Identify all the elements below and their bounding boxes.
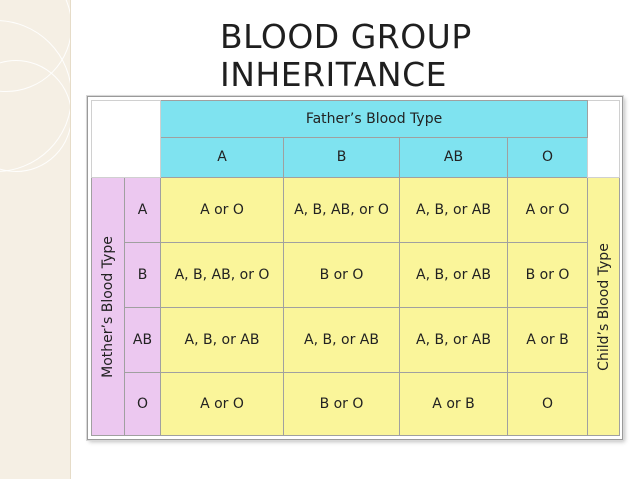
father-col-a: A (160, 136, 284, 179)
table-cell: B or O (283, 372, 400, 436)
table-cell: O (506, 372, 589, 436)
table-cell: A, B, AB, or O (283, 177, 400, 244)
child-header: Child’s Blood Type (587, 177, 621, 436)
table-cell: A or B (399, 372, 508, 436)
table-cell: A, B, or AB (399, 242, 508, 309)
table-cell: A, B, AB, or O (160, 242, 284, 309)
table-cell: A, B, or AB (399, 177, 508, 244)
inheritance-table-frame: Father’s Blood Type A B AB O Mother’s Bl… (87, 96, 623, 440)
mother-header-wrap: Mother’s Blood Type (96, 178, 120, 435)
mother-header: Mother’s Blood Type (91, 177, 125, 436)
inheritance-table: Father’s Blood Type A B AB O Mother’s Bl… (91, 99, 621, 436)
father-col-b: B (283, 136, 400, 179)
table-cell: A or O (160, 177, 284, 244)
table-cell: A, B, or AB (283, 307, 400, 374)
table-cell: A or B (506, 307, 589, 374)
mother-row-ab: AB (124, 307, 161, 374)
table-cell: A, B, or AB (160, 307, 284, 374)
corner-blank-cell (91, 99, 161, 179)
mother-header-label: Mother’s Blood Type (100, 235, 116, 378)
decorative-side-panel (0, 0, 71, 479)
table-cell: B or O (506, 242, 589, 309)
child-header-label: Child’s Blood Type (595, 242, 612, 371)
father-col-ab: AB (399, 136, 508, 179)
mother-row-o: O (124, 372, 161, 436)
slide-title: BLOOD GROUP INHERITANCE (220, 17, 472, 94)
father-col-o: O (506, 136, 589, 179)
mother-row-b: B (124, 242, 161, 309)
father-header: Father’s Blood Type (159, 100, 589, 138)
corner-blank-cell (587, 99, 621, 179)
table-cell: B or O (283, 242, 400, 309)
mother-row-a: A (124, 177, 161, 244)
child-header-wrap: Child’s Blood Type (592, 178, 615, 435)
table-cell: A, B, or AB (399, 307, 508, 374)
table-cell: A or O (506, 177, 589, 244)
table-cell: A or O (160, 372, 284, 436)
